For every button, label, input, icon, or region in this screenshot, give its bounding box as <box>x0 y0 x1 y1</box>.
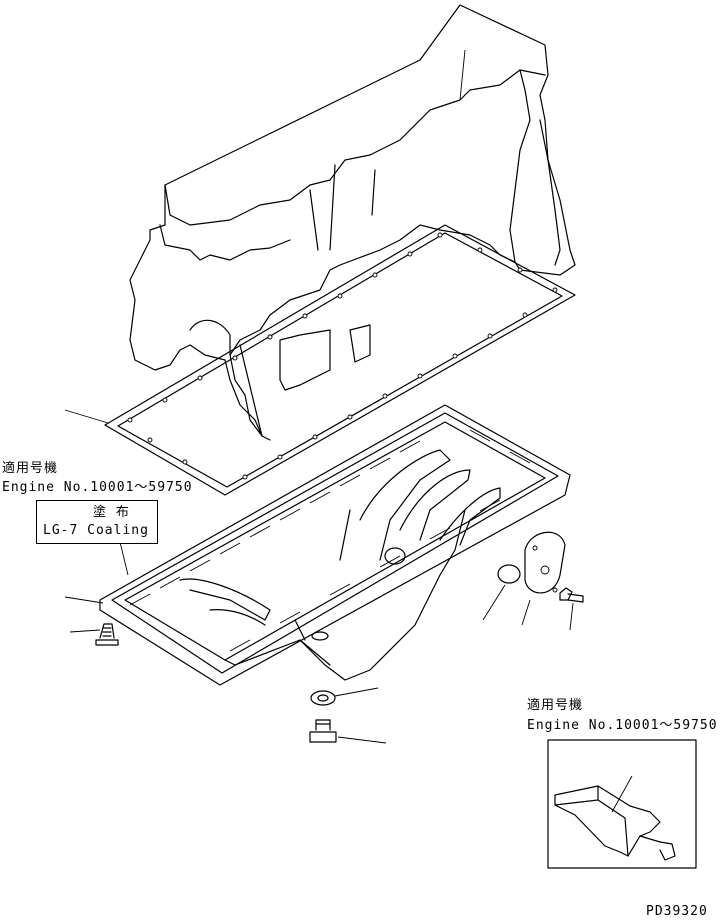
inset-detail <box>547 739 697 869</box>
inset-range-label-en: Engine No.10001～59750 <box>527 718 718 733</box>
o-ring <box>497 564 521 584</box>
oil-pan-flange-slots <box>129 429 531 652</box>
cover-bolt <box>559 587 584 603</box>
engine-range-label-en: Engine No.10001～59750 <box>2 480 193 495</box>
leader-lines <box>64 409 574 744</box>
coating-label-en: LG-7 Coaling <box>43 523 149 538</box>
coating-callout-box: 塗 布 LG-7 Coaling <box>36 500 158 544</box>
cover-plate <box>524 531 566 594</box>
engine-block <box>129 4 576 441</box>
gasket-bolt-holes <box>127 232 558 480</box>
drain-washer <box>310 690 336 706</box>
drain-plug <box>309 719 337 743</box>
oil-pan <box>99 404 571 686</box>
upper-gasket <box>104 224 576 496</box>
drawing-number: PD39320 <box>646 904 708 919</box>
coating-label-jp: 塗 布 <box>93 505 130 520</box>
engine-range-label-jp: 適用号機 <box>2 461 59 476</box>
pan-bolt <box>95 623 119 646</box>
inset-range-label-jp: 適用号機 <box>527 698 584 713</box>
